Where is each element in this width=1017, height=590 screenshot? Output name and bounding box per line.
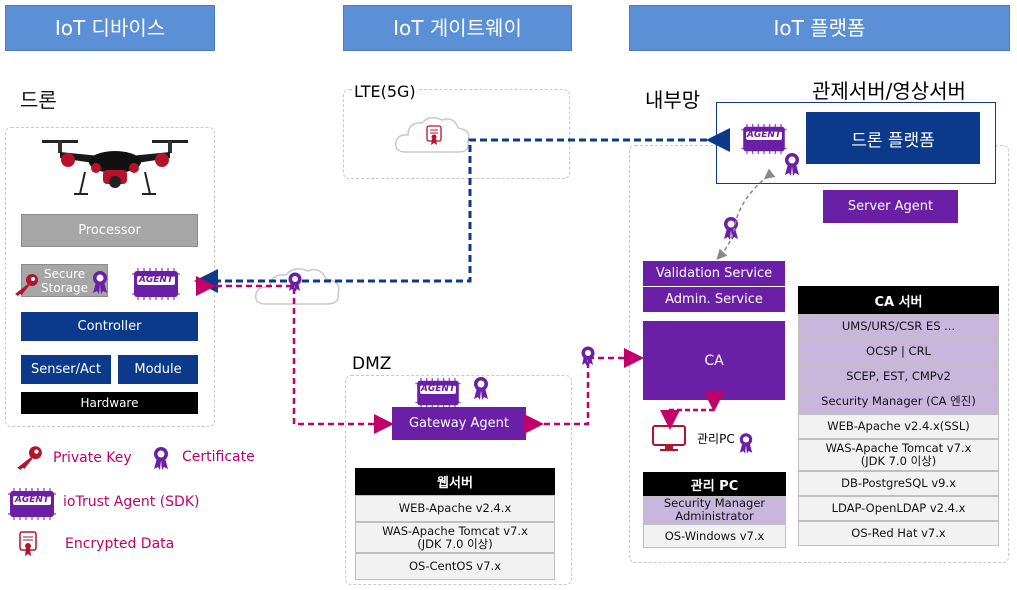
- gateway-agent-box: Gateway Agent: [392, 407, 526, 440]
- ca-row-db: DB-PostgreSQL v9.x: [798, 471, 999, 496]
- dmz-line-certificate-icon: [581, 346, 595, 366]
- agent-badge-icon: AGENT: [130, 266, 182, 302]
- validation-certificate-icon: [724, 217, 738, 240]
- legend-encrypted: Encrypted Data: [65, 536, 175, 552]
- mgmt-pc-certificate-icon: [739, 433, 753, 454]
- validation-service-box: Validation Service: [643, 261, 785, 286]
- web-server-row-web: WEB-Apache v2.4.x: [355, 495, 555, 522]
- ca-server-table-header: CA 서버: [798, 286, 999, 314]
- mgmt-pc-table-header: 관리 PC: [643, 472, 786, 496]
- private-key-icon: [15, 274, 38, 296]
- dmz-label: DMZ: [352, 354, 392, 374]
- header-iot-gateway: IoT 게이트웨이: [343, 5, 572, 51]
- legend-encrypted-icon: [19, 531, 37, 556]
- monitor-icon: [652, 425, 686, 451]
- hardware-box: Hardware: [21, 392, 198, 414]
- mgmt-pc-row-security-manager: Security Manager Administrator: [643, 496, 786, 524]
- lte-label: LTE(5G): [352, 82, 418, 101]
- header-iot-platform: IoT 플랫폼: [629, 5, 1010, 51]
- ca-row-security-manager: Security Manager (CA 엔진): [798, 389, 999, 414]
- ca-row-web: WEB-Apache v2.4.x(SSL): [798, 414, 999, 439]
- gateway-agent-badge-text: AGENT: [420, 384, 456, 394]
- gateway-cloud-icon: [254, 268, 340, 305]
- legend-agent: ioTrust Agent (SDK): [63, 494, 200, 510]
- dmz-panel: [345, 375, 572, 585]
- drone-icon: [42, 140, 188, 195]
- certificate-icon: [93, 271, 107, 294]
- lte-cloud-icon: [394, 116, 470, 153]
- legend-agent-badge-text: AGENT: [14, 495, 50, 505]
- legend-certificate: Certificate: [182, 449, 255, 465]
- drone-title: 드론: [20, 88, 57, 112]
- legend-agent-icon: AGENT: [6, 486, 58, 522]
- legend-key-icon: [17, 446, 42, 470]
- server-agent-badge-text: AGENT: [746, 130, 782, 140]
- mgmt-pc-label: 관리PC: [697, 432, 735, 446]
- ca-row-ums: UMS/URS/CSR ES ...: [798, 314, 999, 339]
- ca-row-was: WAS-Apache Tomcat v7.x (JDK 7.0 이상): [798, 439, 999, 471]
- admin-service-box: Admin. Service: [643, 287, 785, 312]
- internal-network-label: 내부망: [645, 88, 701, 112]
- web-server-row-was: WAS-Apache Tomcat v7.x (JDK 7.0 이상): [355, 522, 555, 553]
- mgmt-pc-row-os: OS-Windows v7.x: [643, 524, 786, 548]
- agent-badge-text: AGENT: [138, 275, 174, 285]
- drone-platform-box: 드론 플랫폼: [806, 112, 980, 164]
- gateway-certificate-icon: [474, 377, 488, 400]
- processor-box: Processor: [21, 214, 198, 247]
- server-agent-badge-icon: AGENT: [738, 122, 790, 156]
- web-server-row-os: OS-CentOS v7.x: [355, 553, 555, 580]
- web-server-table-header: 웹서버: [355, 468, 555, 495]
- ca-box: CA: [643, 321, 785, 400]
- controller-box: Controller: [21, 312, 198, 341]
- header-iot-device: IoT 디바이스: [5, 5, 215, 51]
- module-box: Module: [118, 355, 198, 384]
- ca-row-ldap: LDAP-OpenLDAP v2.4.x: [798, 496, 999, 521]
- legend-private-key: Private Key: [53, 450, 132, 466]
- legend-certificate-icon: [154, 447, 168, 470]
- gateway-agent-badge-icon: AGENT: [412, 376, 464, 410]
- ca-row-ocsp: OCSP | CRL: [798, 339, 999, 364]
- server-certificate-icon: [785, 153, 799, 176]
- ca-row-scep: SCEP, EST, CMPv2: [798, 364, 999, 389]
- server-agent-box: Server Agent: [823, 190, 958, 223]
- server-label: 관제서버/영상서버: [812, 79, 966, 103]
- ca-row-os: OS-Red Hat v7.x: [798, 521, 999, 546]
- senser-act-box: Senser/Act: [21, 355, 111, 384]
